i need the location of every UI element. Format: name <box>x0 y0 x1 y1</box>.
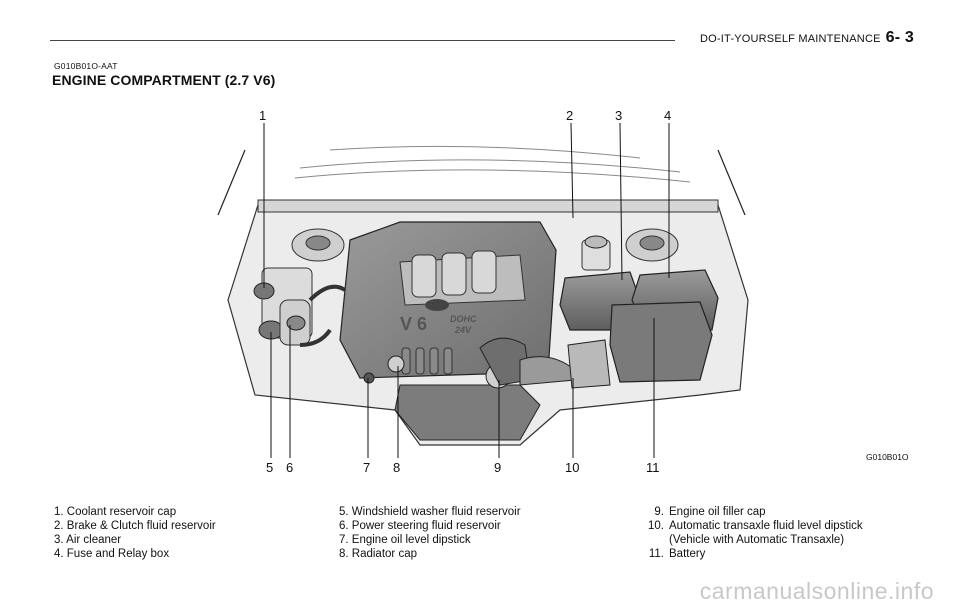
legend-item: 4. Fuse and Relay box <box>54 548 170 560</box>
legend-item-text: Automatic transaxle fluid level dipstick <box>669 520 863 532</box>
callout-11: 11 <box>646 460 660 475</box>
left-reservoirs <box>253 267 347 347</box>
legend-item-text: Engine oil filler cap <box>669 506 766 518</box>
callouts-bottom: 5 6 7 8 9 10 11 <box>266 460 660 475</box>
header-rule <box>50 40 675 41</box>
legend-item: 3. Air cleaner <box>54 534 122 546</box>
callout-9: 9 <box>494 460 501 475</box>
windshield-lines <box>294 145 691 183</box>
page-title: ENGINE COMPARTMENT (2.7 V6) <box>52 72 276 88</box>
legend-item-number: 9. <box>654 506 664 518</box>
radiator-cap-shape <box>387 355 405 373</box>
legend-item-text: Battery <box>669 548 706 560</box>
hood-edge-lines <box>217 149 746 216</box>
legend-item-number: 10. <box>648 520 664 532</box>
legend-column-2: 5. Windshield washer fluid reservoir 6. … <box>339 505 521 561</box>
cowl-panel <box>257 199 719 213</box>
section-title: DO-IT-YOURSELF MAINTENANCE <box>700 33 881 45</box>
legend-item: 1. Coolant reservoir cap <box>54 506 177 518</box>
battery-shape <box>609 301 713 383</box>
legend-column-3: 9. Engine oil filler cap 10. Automatic tra… <box>638 505 863 561</box>
legend-item: 5. Windshield washer fluid reservoir <box>339 506 521 518</box>
doc-code: G010B01O-AAT <box>54 61 118 71</box>
brake-reservoir-shape <box>581 235 611 271</box>
engine-badge-v6: V 6 <box>400 314 427 334</box>
callout-8: 8 <box>393 460 400 475</box>
callout-6: 6 <box>286 460 293 475</box>
callouts-top: 1 2 3 4 <box>259 108 671 123</box>
legend-item: 9. Engine oil filler cap <box>638 505 863 519</box>
legend-item: 6. Power steering fluid reservoir <box>339 520 501 532</box>
running-header: DO-IT-YOURSELF MAINTENANCE 6- 3 <box>700 29 914 47</box>
legend-item-continuation: (Vehicle with Automatic Transaxle) <box>669 534 845 546</box>
legend-item: 8. Radiator cap <box>339 548 417 560</box>
callout-7: 7 <box>363 460 370 475</box>
strut-tower-right <box>625 228 679 262</box>
watermark: carmanualsonline.info <box>699 578 934 604</box>
callout-2: 2 <box>566 108 573 123</box>
callout-10: 10 <box>565 460 579 475</box>
page-number: 6- 3 <box>885 29 914 46</box>
strut-tower-left <box>291 228 345 262</box>
legend-item: 11. Battery <box>638 547 863 561</box>
callout-3: 3 <box>615 108 622 123</box>
legend-item: 7. Engine oil level dipstick <box>339 534 471 546</box>
figure-code: G010B01O <box>866 452 909 462</box>
legend-item: 2. Brake & Clutch fluid reservoir <box>54 520 216 532</box>
air-hose-shape <box>567 339 611 389</box>
callout-4: 4 <box>664 108 671 123</box>
engine-badge-dohc: DOHC <box>450 314 477 324</box>
callout-1: 1 <box>259 108 266 123</box>
front-shroud <box>394 384 541 441</box>
legend-item: 10. Automatic transaxle fluid level dipst… <box>638 519 863 533</box>
leader-lines <box>263 122 670 458</box>
legend-item-number: 11. <box>648 548 664 560</box>
legend-column-1: 1. Coolant reservoir cap 2. Brake & Clut… <box>54 505 216 561</box>
engine-badge-24v: 24V <box>454 325 472 335</box>
callout-5: 5 <box>266 460 273 475</box>
